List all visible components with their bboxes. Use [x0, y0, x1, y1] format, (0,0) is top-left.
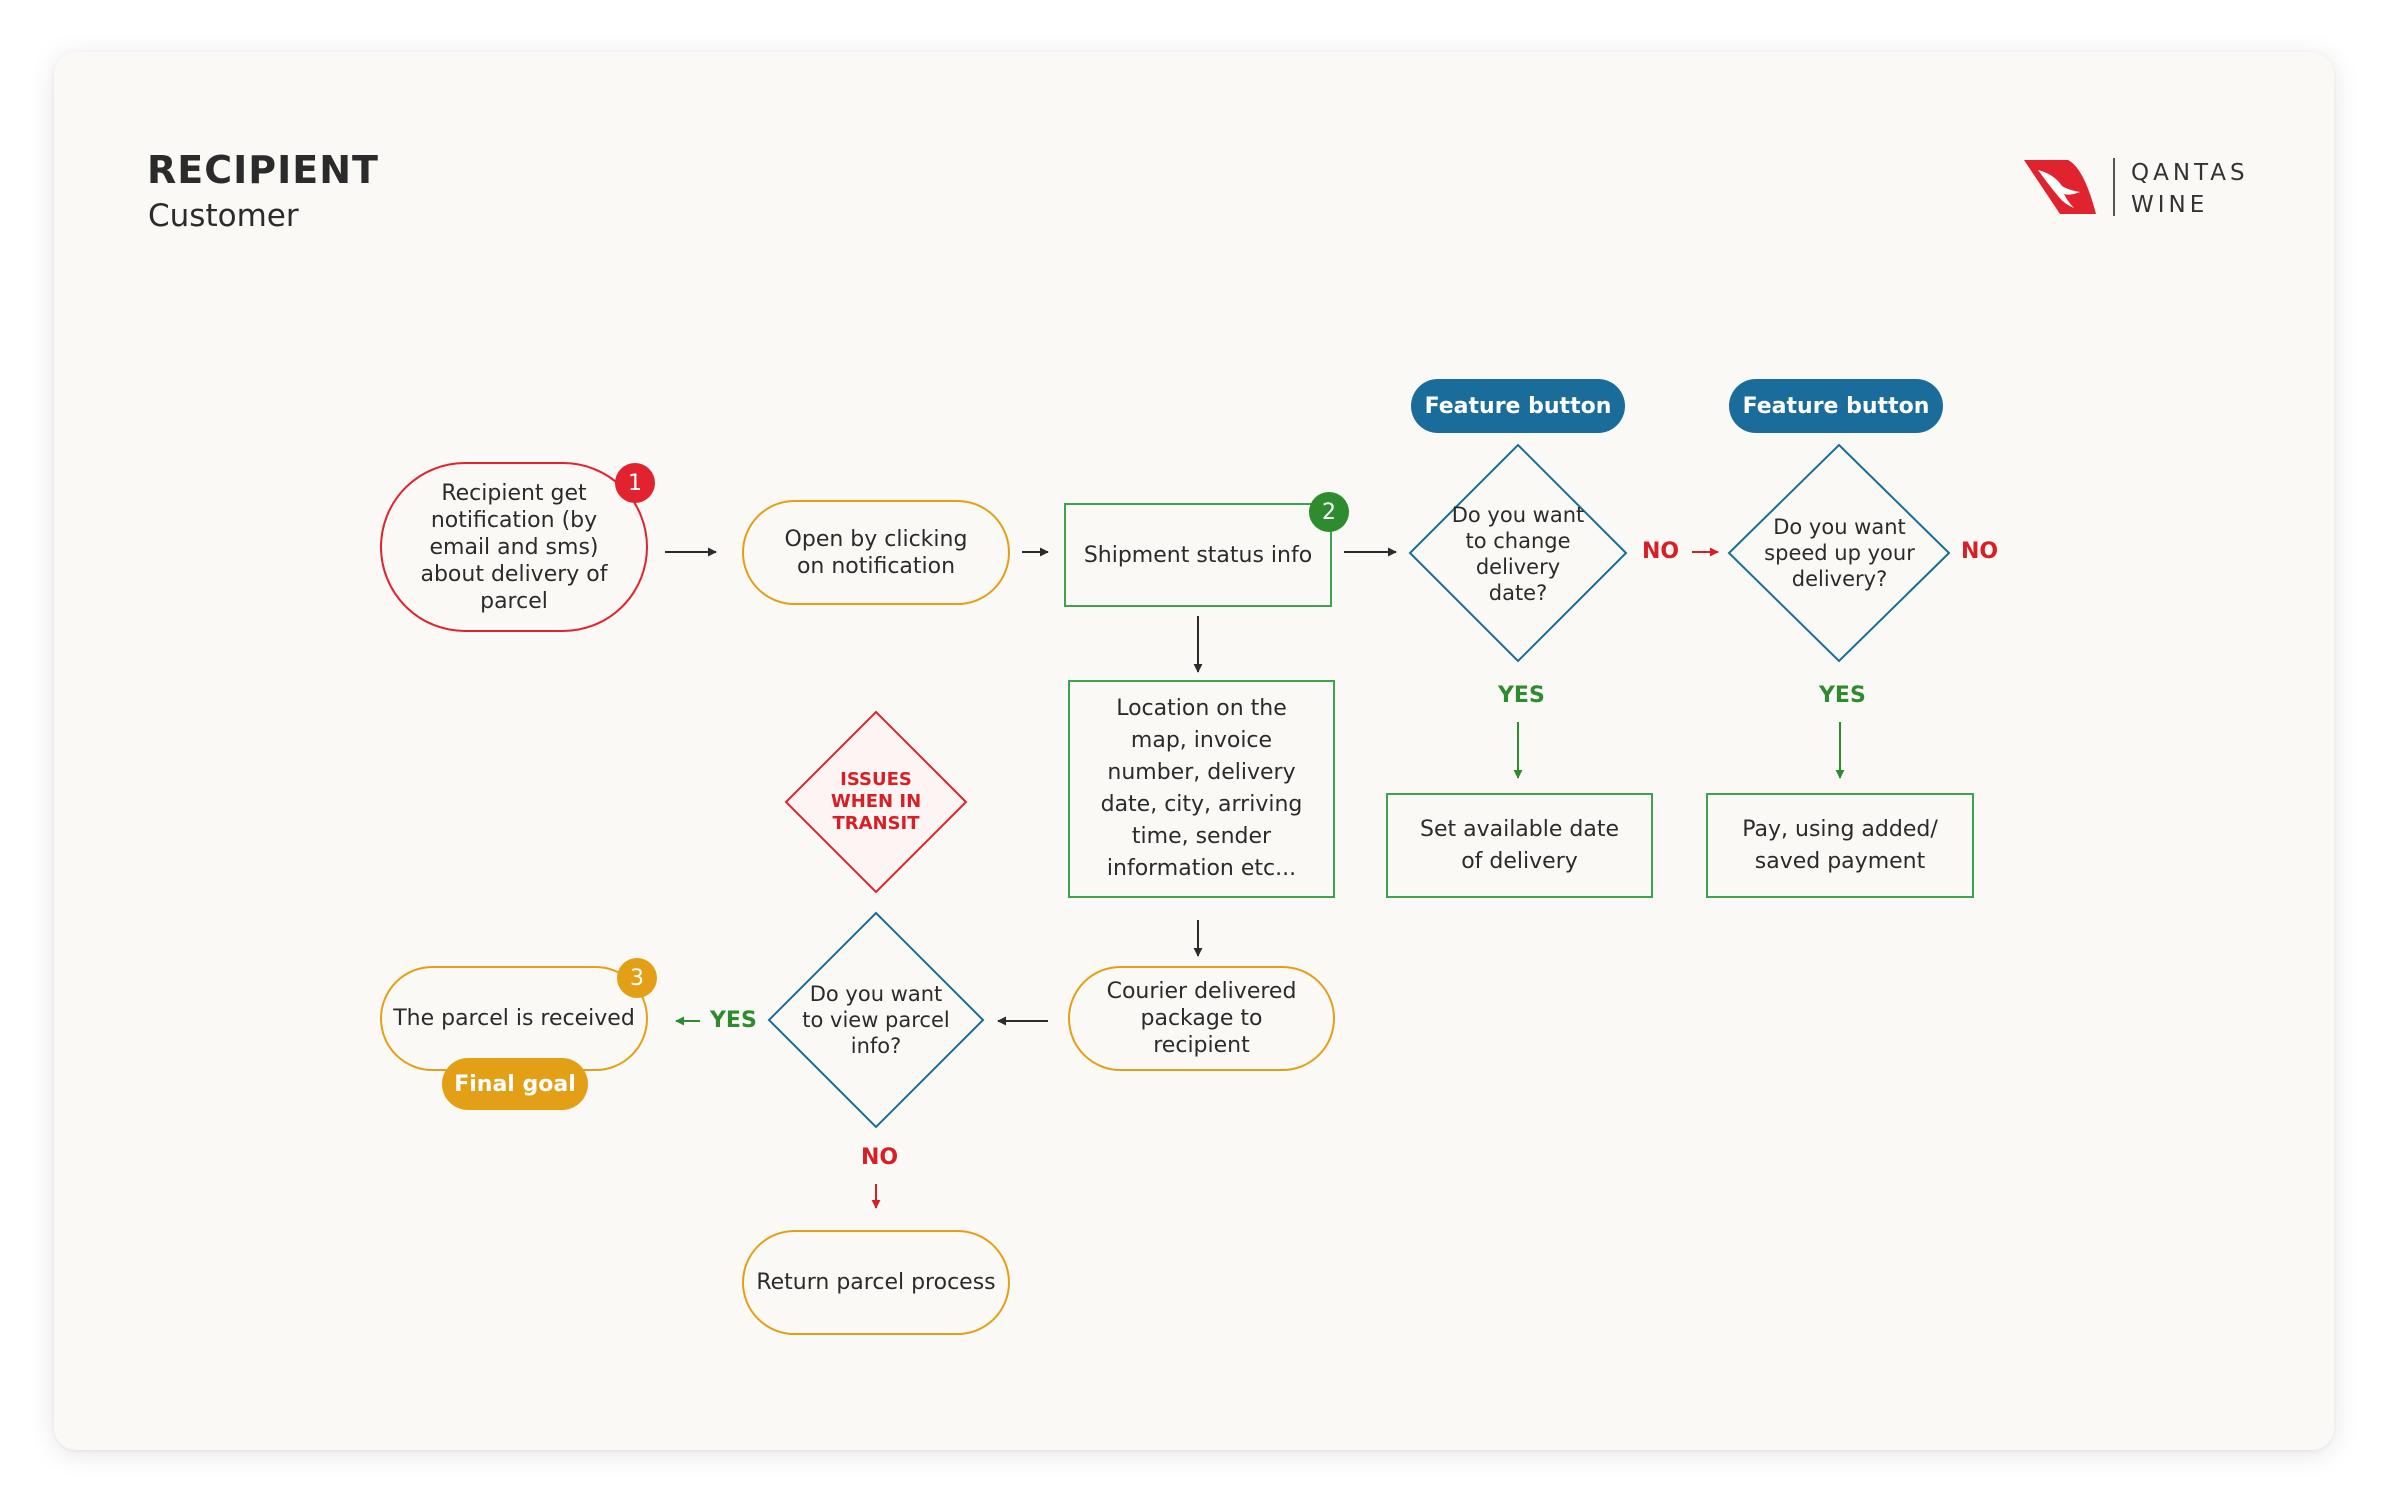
page-subtitle: Customer [148, 198, 299, 234]
return-text: Return parcel process [756, 1270, 996, 1295]
shipment-details-node: Location on the map, invoice number, del… [1068, 680, 1335, 898]
final-goal-label: Final goal [454, 1071, 576, 1097]
change-date-decision-diamond [1408, 443, 1628, 663]
open-text: Open by clicking on notification [784, 526, 968, 579]
feature-button-label-2: Feature button [1742, 393, 1930, 419]
qantas-kangaroo-logo-icon [2024, 160, 2096, 214]
step-2-number: 2 [1322, 499, 1336, 525]
step-3-number: 3 [630, 965, 644, 991]
view-info-question-text: Do you want to view parcel info? [802, 982, 950, 1058]
brand-line-1: QANTAS [2131, 160, 2249, 186]
final-goal-badge: Final goal [442, 1058, 588, 1110]
set-date-node: Set available date of delivery [1386, 793, 1653, 898]
no-label-speed: NO [1961, 539, 1999, 564]
brand-name: QANTAS WINE [2131, 157, 2249, 221]
step-1-number: 1 [628, 470, 642, 496]
feature-button-change-date[interactable]: Feature button [1411, 379, 1625, 433]
step-1-badge: 1 [615, 463, 655, 503]
shipment-status-node: Shipment status info [1064, 503, 1332, 607]
step-3-badge: 3 [617, 958, 657, 998]
feature-button-speed-up[interactable]: Feature button [1729, 379, 1943, 433]
step-2-badge: 2 [1309, 492, 1349, 532]
pay-node: Pay, using added/ saved payment [1706, 793, 1974, 898]
change-date-question: Do you want to change delivery date? [1444, 498, 1592, 610]
parcel-received-node: The parcel is received [380, 966, 648, 1071]
shipment-text: Shipment status info [1083, 542, 1313, 568]
no-label-change: NO [1642, 539, 1680, 564]
details-text: Location on the map, invoice number, del… [1100, 696, 1303, 881]
set-date-text: Set available date of delivery [1419, 816, 1620, 874]
issues-in-transit: ISSUES WHEN IN TRANSIT [821, 762, 931, 842]
speed-up-question-text: Do you want speed up your delivery? [1764, 515, 1915, 591]
logo-separator [2113, 158, 2115, 216]
feature-button-label-1: Feature button [1424, 393, 1612, 419]
received-text: The parcel is received [393, 1006, 635, 1031]
page-title: RECIPIENT [147, 148, 379, 192]
yes-label-view: YES [710, 1008, 757, 1033]
courier-delivered-node: Courier delivered package to recipient [1068, 966, 1335, 1071]
notification-text: Recipient get notification (by email and… [420, 480, 608, 614]
brand-line-2: WINE [2131, 192, 2209, 218]
open-notification-node: Open by clicking on notification [742, 500, 1010, 605]
return-parcel-node: Return parcel process [742, 1230, 1010, 1335]
courier-text: Courier delivered package to recipient [1106, 979, 1297, 1058]
speed-up-decision-diamond [1727, 443, 1951, 663]
view-info-question: Do you want to view parcel info? [798, 975, 954, 1065]
yes-label-change: YES [1498, 683, 1545, 708]
change-date-question-text: Do you want to change delivery date? [1451, 503, 1585, 605]
yes-label-speed: YES [1819, 683, 1866, 708]
no-label-view: NO [861, 1145, 899, 1170]
view-info-decision-diamond [767, 911, 985, 1129]
issues-text: ISSUES WHEN IN TRANSIT [830, 769, 922, 834]
notification-node: Recipient get notification (by email and… [380, 462, 648, 632]
speed-up-question: Do you want speed up your delivery? [1762, 508, 1917, 598]
issues-diamond [784, 710, 968, 894]
pay-text: Pay, using added/ saved payment [1742, 816, 1938, 874]
